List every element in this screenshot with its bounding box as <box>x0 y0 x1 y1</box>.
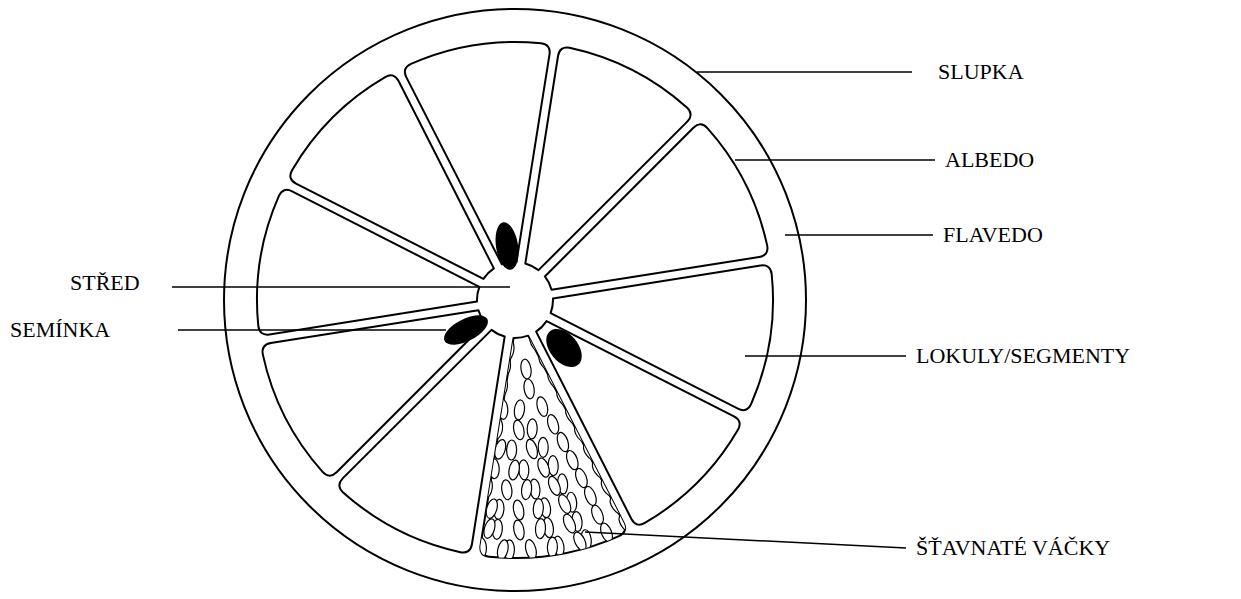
juice-vesicle <box>501 479 514 500</box>
juice-vesicles <box>476 334 636 561</box>
juice-vesicle <box>545 413 560 435</box>
juice-vesicle <box>607 495 627 517</box>
juice-vesicle <box>493 438 508 460</box>
juice-vesicle <box>523 378 536 399</box>
juice-vesicle <box>519 358 532 379</box>
juice-vesicle <box>482 518 497 540</box>
juice-vesicle <box>533 498 544 519</box>
juice-vesicle <box>494 378 510 400</box>
juice-vesicle <box>521 479 533 500</box>
juice-vesicle <box>571 530 589 552</box>
juice-vesicle <box>506 440 516 460</box>
peel-outline <box>224 9 806 591</box>
juice-vesicle <box>481 477 494 498</box>
part-label: FLAVEDO <box>943 222 1043 248</box>
juice-vesicle <box>589 504 606 526</box>
juice-vesicle <box>535 518 546 539</box>
juice-vesicle <box>512 499 526 521</box>
segment <box>405 42 550 264</box>
leader-line <box>178 329 446 331</box>
seed <box>492 221 521 272</box>
juice-vesicle <box>561 512 578 534</box>
leader-line <box>697 71 912 73</box>
juice-vesicle <box>563 405 583 427</box>
juice-vesicle <box>535 396 550 418</box>
juice-vesicle <box>524 438 539 460</box>
leader-line <box>172 286 510 288</box>
juice-vesicle <box>554 387 574 409</box>
juice-vesicle <box>538 437 548 457</box>
leader-line <box>735 159 935 161</box>
part-label: ŠŤAVNATÉ VÁČKY <box>916 535 1110 561</box>
juice-vesicle <box>507 459 520 480</box>
segments <box>257 42 773 558</box>
juice-vesicle <box>536 456 552 478</box>
seed <box>440 309 493 350</box>
leader-line <box>585 532 906 548</box>
leader-lines <box>172 72 935 548</box>
juice-vesicle <box>512 519 526 541</box>
juice-vesicle <box>497 358 513 380</box>
juice-vesicle <box>527 334 547 356</box>
seed <box>539 322 589 374</box>
part-label: ALBEDO <box>945 147 1034 173</box>
juice-vesicle <box>547 537 557 557</box>
leader-line <box>785 234 933 236</box>
juice-vesicle <box>484 498 499 520</box>
juice-vesicle <box>497 399 508 420</box>
part-label: SEMÍNKA <box>10 317 110 343</box>
juice-vesicle <box>512 419 526 441</box>
juice-vesicle <box>590 459 610 481</box>
juice-vesicle <box>572 423 592 445</box>
juice-vesicle <box>546 475 563 497</box>
juice-vesicle <box>476 538 487 558</box>
juice-vesicle <box>491 418 504 439</box>
juice-vesicle <box>545 370 565 392</box>
segment <box>545 124 768 289</box>
part-label: LOKULY/SEGMENTY <box>916 343 1130 369</box>
juice-vesicle <box>518 460 529 480</box>
seeds <box>440 221 589 374</box>
juice-vesicle <box>503 339 515 360</box>
juice-vesicle <box>496 539 510 561</box>
juice-vesicle <box>556 493 573 515</box>
part-label: SLUPKA <box>938 59 1024 85</box>
leader-line <box>745 355 906 357</box>
juice-vesicle <box>524 539 538 561</box>
juice-vesicle <box>527 419 538 439</box>
juice-vesicle <box>513 399 526 420</box>
juice-vesicle <box>564 449 580 471</box>
juice-vesicle <box>573 467 589 489</box>
juice-vesicle <box>581 441 601 463</box>
segment <box>536 321 740 525</box>
juice-vesicle <box>555 431 571 453</box>
juice-vesicle <box>598 477 618 499</box>
juice-vesicle <box>582 485 599 507</box>
part-label: STŘED <box>70 270 140 296</box>
juice-vesicle <box>616 513 636 535</box>
juice-vesicle <box>489 458 500 478</box>
